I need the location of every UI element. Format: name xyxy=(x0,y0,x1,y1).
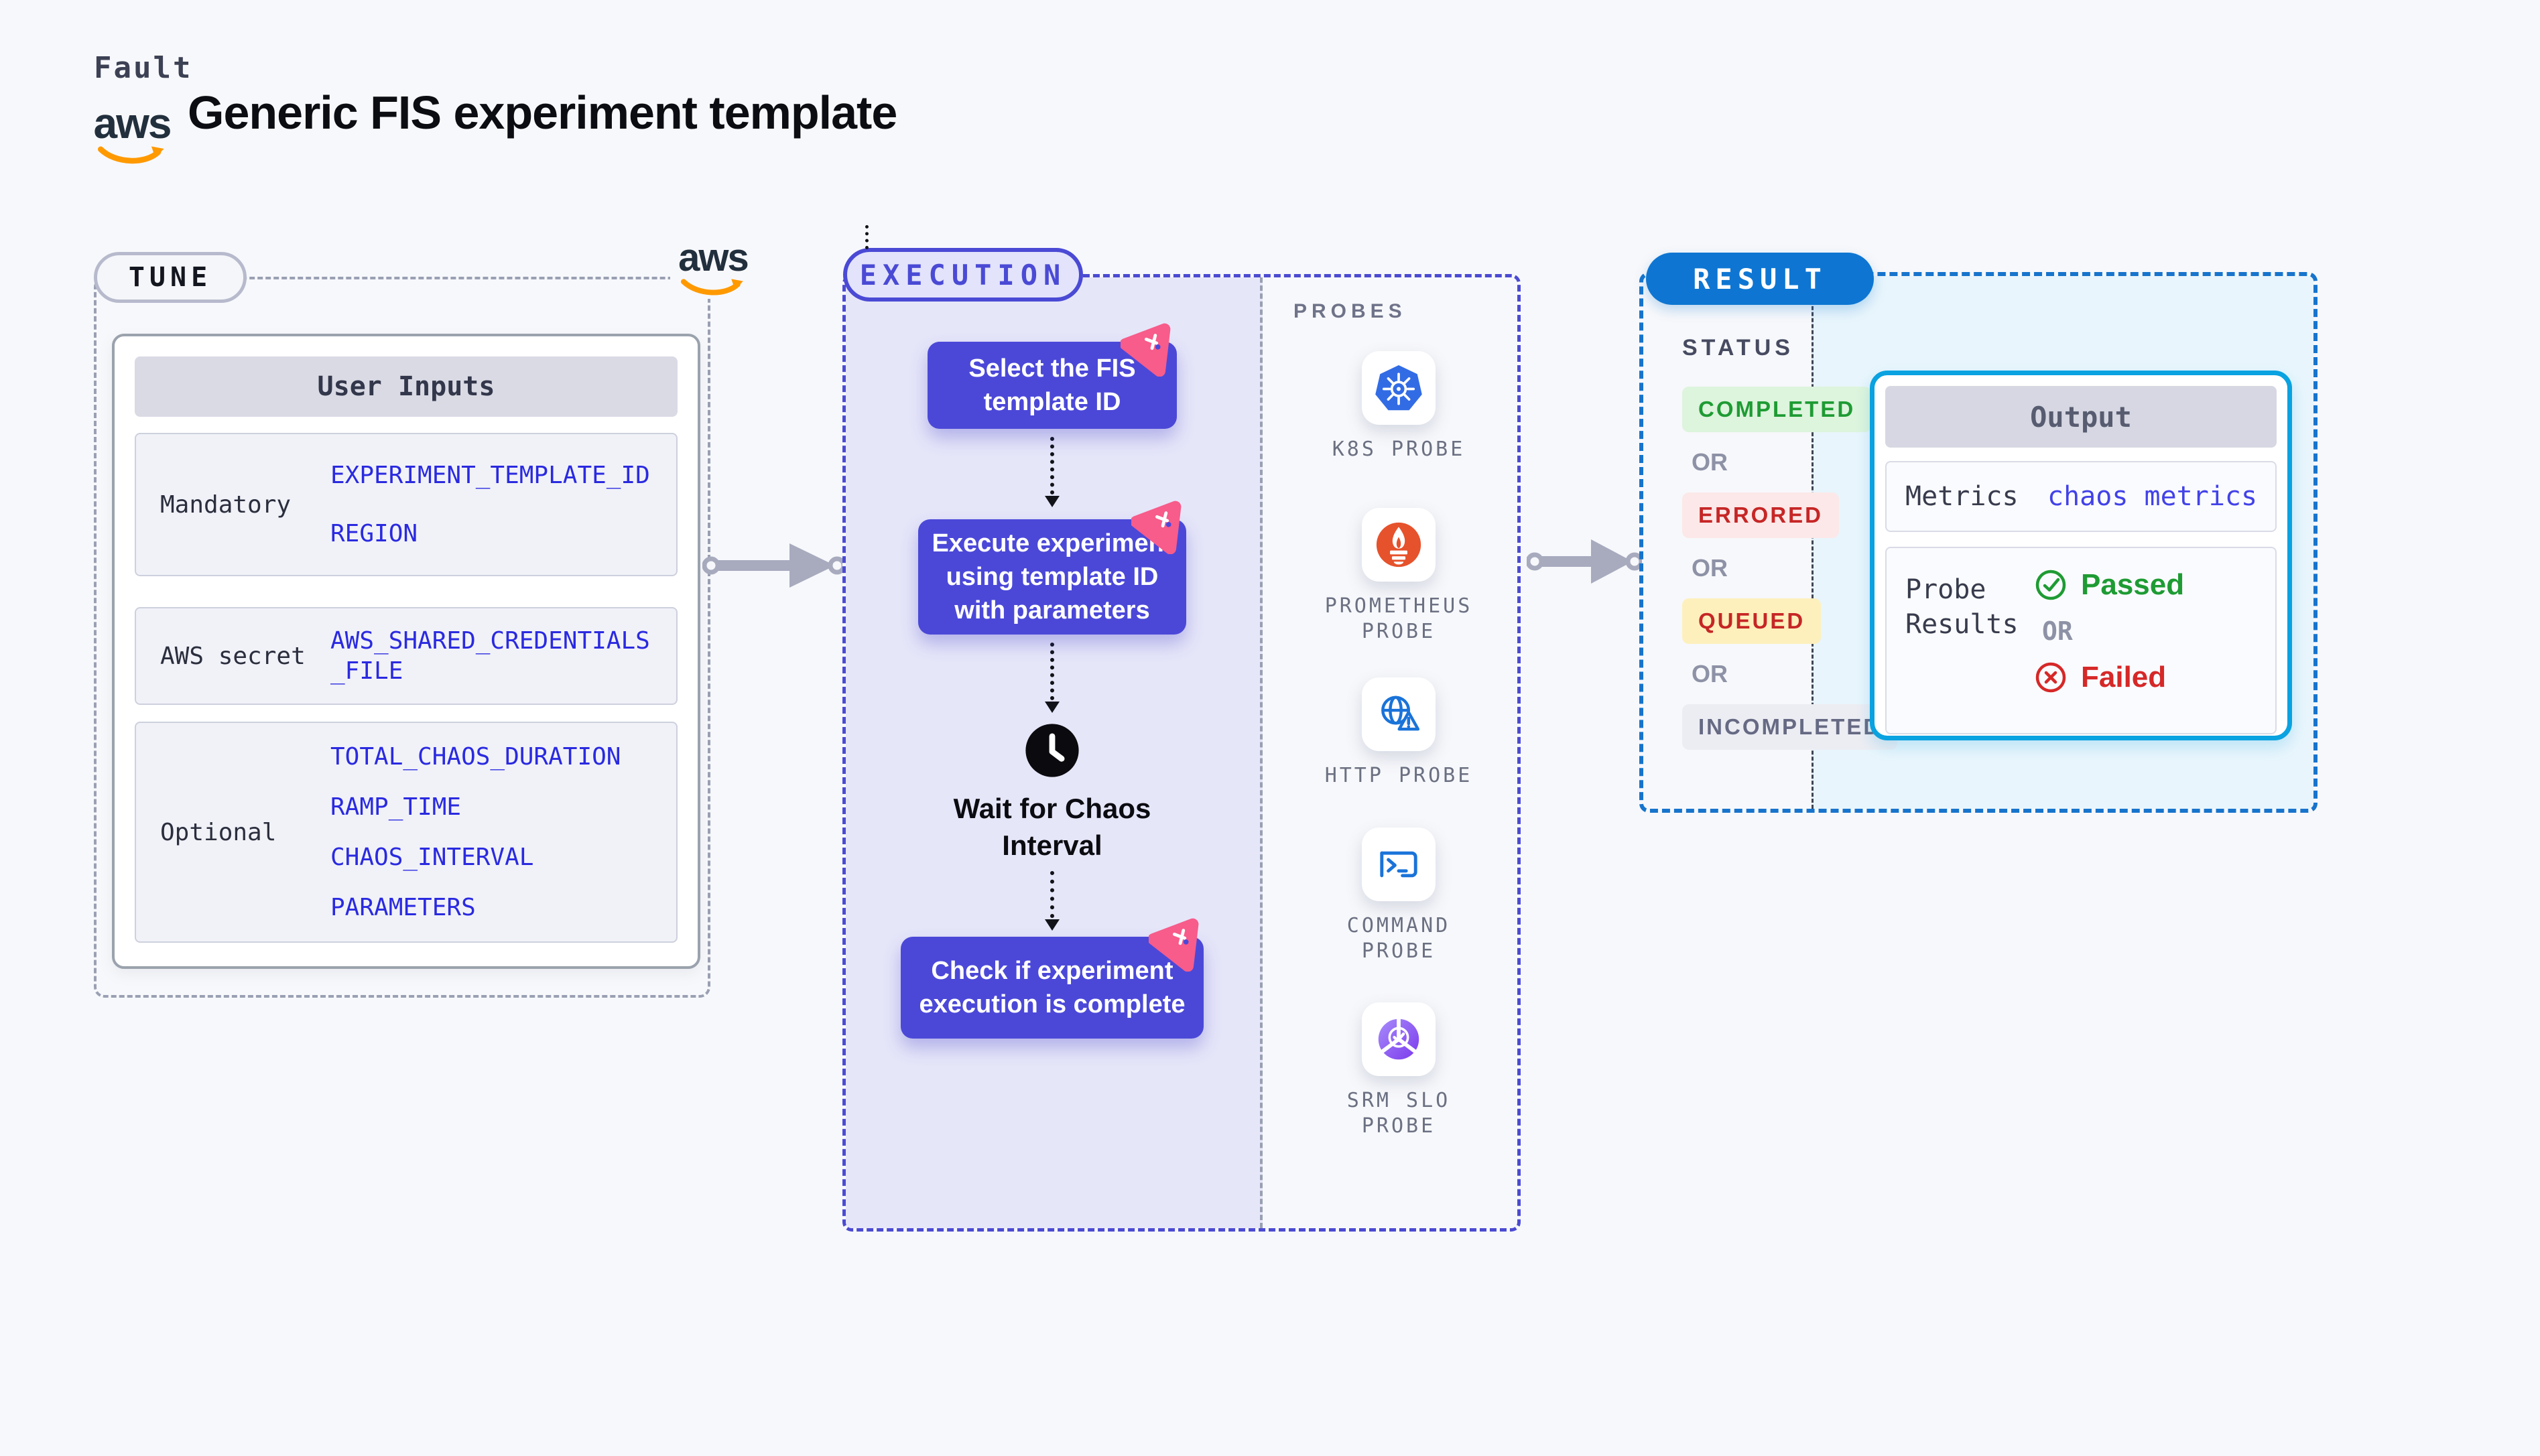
step-execute-experiment: Execute experiment using template ID wit… xyxy=(918,519,1186,635)
litmus-chaos-icon xyxy=(1149,918,1199,972)
tune-to-execution-arrow xyxy=(702,543,844,588)
metrics-label: Metrics xyxy=(1905,481,2019,512)
input-variable: CHAOS_INTERVAL xyxy=(330,844,534,871)
passed-label: Passed xyxy=(2081,568,2185,601)
input-variable: PARAMETERS xyxy=(330,894,476,921)
aws-wordmark: aws xyxy=(678,236,749,279)
table-row-mandatory: Mandatory EXPERIMENT_TEMPLATE_ID REGION xyxy=(135,433,678,576)
status-title: STATUS xyxy=(1682,335,1794,360)
prometheus-icon xyxy=(1376,522,1421,568)
aws-logo: aws xyxy=(92,102,172,168)
probe-results-label: Probe Results xyxy=(1905,574,2019,640)
kubernetes-icon xyxy=(1375,365,1422,411)
row-label: Mandatory xyxy=(160,490,292,519)
probe-label-prometheus: PROMETHEUS PROBE xyxy=(1324,594,1473,643)
or-separator: OR xyxy=(1692,448,1728,476)
execution-to-result-arrow xyxy=(1527,539,1642,584)
check-circle-icon xyxy=(2035,570,2066,600)
terminal-icon xyxy=(1380,851,1417,878)
status-badge-queued: QUEUED xyxy=(1682,598,1822,644)
probe-label-http: HTTP PROBE xyxy=(1324,764,1473,787)
tune-panel xyxy=(94,277,710,998)
probe-tile-http xyxy=(1362,677,1436,751)
step-wait-interval: Wait for Chaos Interval xyxy=(953,793,1151,861)
probe-outcomes: Passed OR Failed xyxy=(2034,548,2184,694)
aws-wordmark: aws xyxy=(93,99,172,147)
input-variable: EXPERIMENT_TEMPLATE_ID xyxy=(330,462,650,489)
user-inputs-table: User Inputs Mandatory EXPERIMENT_TEMPLAT… xyxy=(112,334,700,969)
flow-arrowhead xyxy=(1045,702,1060,713)
flow-arrowhead xyxy=(1045,496,1060,507)
probe-tile-k8s xyxy=(1362,351,1436,425)
probe-tile-srm-slo xyxy=(1362,1002,1436,1076)
slo-donut-check-icon xyxy=(1378,1016,1419,1060)
flow-connector xyxy=(1050,643,1054,700)
fault-product-label: Fault xyxy=(94,51,193,85)
flow-connector xyxy=(1050,871,1054,918)
or-separator: OR xyxy=(1692,660,1728,687)
outcome-failed: Failed xyxy=(2034,661,2184,694)
x-circle-icon xyxy=(2035,662,2066,693)
flow-arrowhead xyxy=(1045,919,1060,931)
execution-pill: EXECUTION xyxy=(843,248,1083,302)
row-label: Optional xyxy=(160,818,277,846)
metrics-value-link[interactable]: chaos metrics xyxy=(2047,481,2258,512)
clock-icon xyxy=(1025,724,1079,777)
output-table: Output Metrics chaos metrics Probe Resul… xyxy=(1870,371,2292,740)
table-row-optional: Optional TOTAL_CHAOS_DURATION RAMP_TIME … xyxy=(135,722,678,943)
probe-label-srm-slo: SRM SLO PROBE xyxy=(1346,1089,1451,1138)
user-inputs-header: User Inputs xyxy=(135,356,678,417)
execution-top-connector xyxy=(865,225,869,249)
litmus-chaos-icon xyxy=(1131,501,1182,554)
input-variable: RAMP_TIME xyxy=(330,793,462,821)
aws-smile-icon xyxy=(98,146,164,164)
status-badge-incompleted: INCOMPLETED xyxy=(1682,704,1898,750)
probe-label-command: COMMAND PROBE xyxy=(1346,914,1451,963)
litmus-chaos-icon xyxy=(1121,323,1171,377)
aws-smile-icon xyxy=(681,279,743,295)
probe-results-row: Probe Results Passed OR Failed xyxy=(1885,547,2277,734)
input-variable: REGION xyxy=(330,520,418,547)
outcome-passed: Passed xyxy=(2034,568,2184,602)
probes-title: PROBES xyxy=(1293,300,1407,322)
aws-logo-connector: aws xyxy=(670,239,756,299)
row-values: AWS_SHARED_CREDENTIALS_FILE xyxy=(330,626,652,686)
step-check-complete: Check if experiment execution is complet… xyxy=(901,937,1204,1039)
or-separator: OR xyxy=(1692,554,1728,582)
status-column: STATUS COMPLETED OR ERRORED OR QUEUED OR… xyxy=(1682,335,1903,750)
row-values: TOTAL_CHAOS_DURATION RAMP_TIME CHAOS_INT… xyxy=(330,742,652,923)
or-separator: OR xyxy=(2042,616,2073,646)
status-badge-completed: COMPLETED xyxy=(1682,387,1872,432)
flow-connector xyxy=(1050,437,1054,494)
failed-label: Failed xyxy=(2081,661,2167,693)
page-title: Generic FIS experiment template xyxy=(188,86,897,139)
http-globe-warning-icon xyxy=(1381,696,1420,731)
input-variable: TOTAL_CHAOS_DURATION xyxy=(330,743,621,771)
result-pill: RESULT xyxy=(1646,253,1874,305)
row-label: AWS secret xyxy=(160,642,306,670)
status-badge-errored: ERRORED xyxy=(1682,492,1840,538)
probe-tile-command xyxy=(1362,828,1436,901)
tune-pill: TUNE xyxy=(94,252,247,303)
probe-tile-prometheus xyxy=(1362,508,1436,582)
metrics-row: Metrics chaos metrics xyxy=(1885,461,2277,532)
table-row-aws-secret: AWS secret AWS_SHARED_CREDENTIALS_FILE xyxy=(135,607,678,705)
input-variable: AWS_SHARED_CREDENTIALS_FILE xyxy=(330,627,650,685)
probe-label-k8s: K8S PROBE xyxy=(1332,438,1466,461)
row-values: EXPERIMENT_TEMPLATE_ID REGION xyxy=(330,460,652,549)
output-header: Output xyxy=(1885,386,2277,448)
